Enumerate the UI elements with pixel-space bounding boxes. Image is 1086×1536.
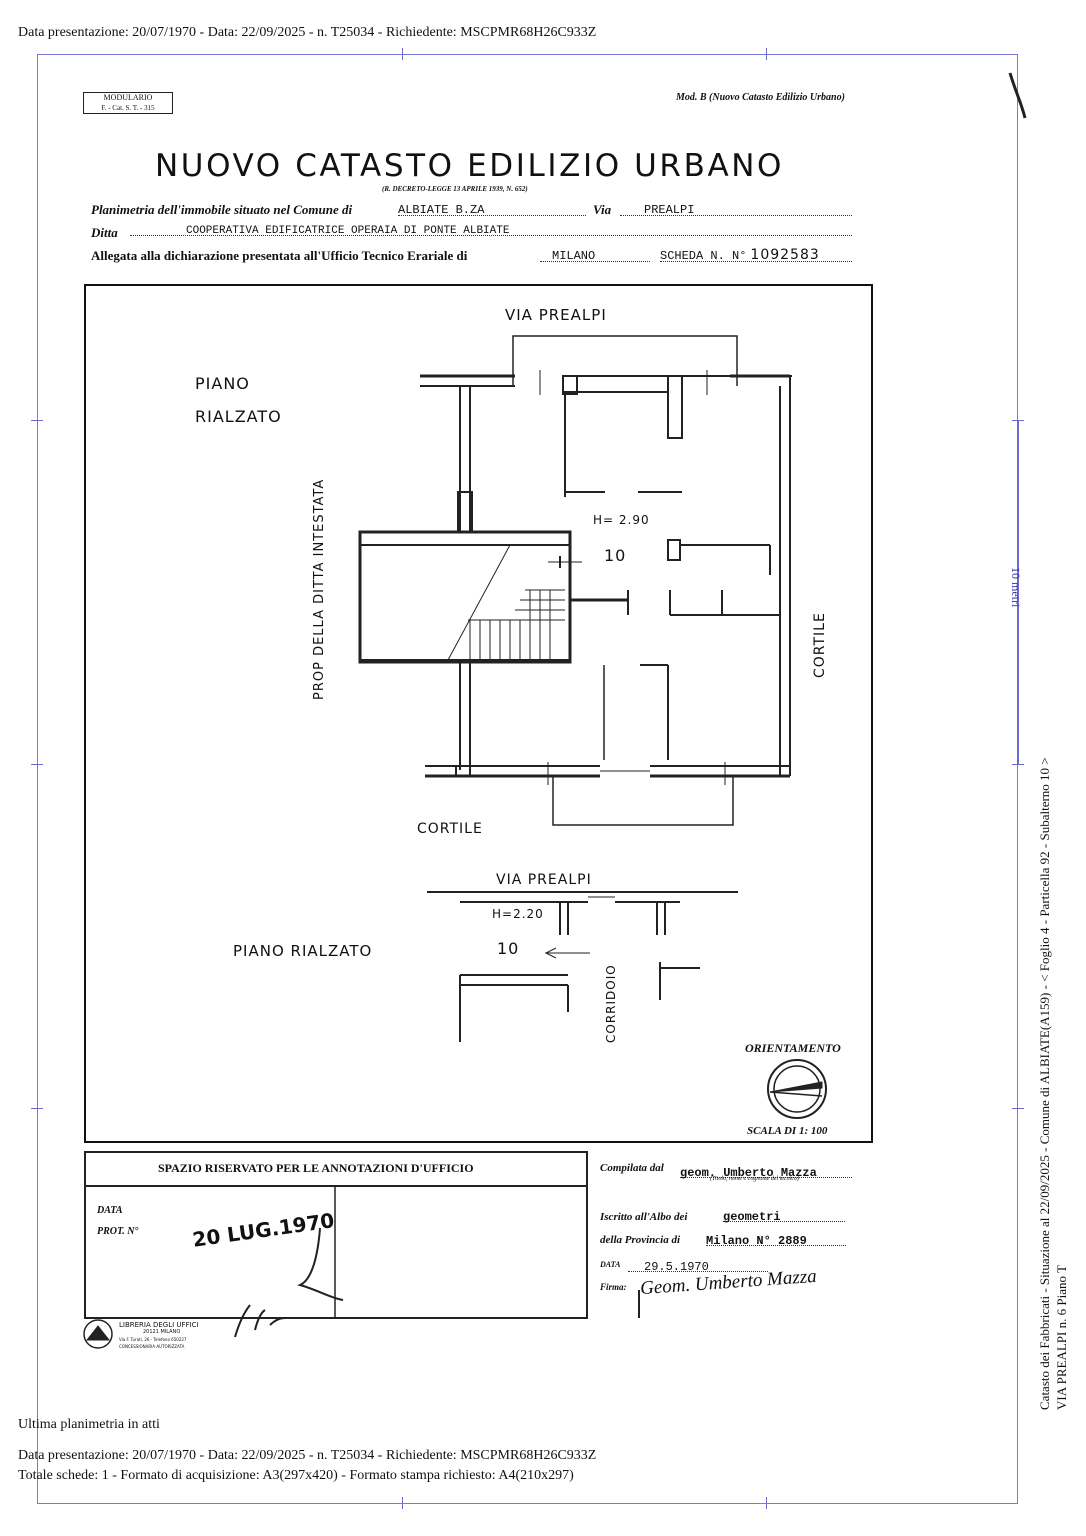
firma-label: Firma:: [600, 1282, 627, 1292]
mod-b-label: Mod. B (Nuovo Catasto Edilizio Urbano): [676, 92, 845, 103]
modulario-line1: MODULARIO: [103, 93, 153, 102]
frame-tick: [31, 1108, 43, 1109]
page-frame: [37, 54, 1018, 1504]
plan-frame: [84, 284, 873, 1143]
libreria-line2: 20121 MILANO: [143, 1329, 181, 1335]
form-subtitle: (R. DECRETO-LEGGE 13 APRILE 1939, N. 652…: [382, 185, 528, 193]
via-field: PREALPI: [620, 200, 852, 217]
libreria-line1: LIBRERIA DEGLI UFFICI: [119, 1321, 199, 1329]
side-text-line2: VIA PREALPI n. 6 Piano T: [1054, 1265, 1069, 1410]
piano-rialzato-2: PIANO RIALZATO: [233, 942, 373, 960]
via-prealpi-2: VIA PREALPI: [496, 872, 592, 888]
scala-label: SCALA DI 1: 100: [747, 1125, 828, 1137]
office-title: SPAZIO RISERVATO PER LE ANNOTAZIONI D'UF…: [158, 1161, 474, 1175]
provincia-value: Milano N° 2889: [706, 1234, 807, 1248]
compiler-date: 29.5.1970: [644, 1260, 709, 1274]
frame-tick: [402, 1497, 403, 1509]
ufficio-value: MILANO: [552, 249, 596, 263]
unit-2: 10: [497, 939, 520, 958]
office-prot-label: PROT. N°: [97, 1226, 139, 1237]
libreria-block: LIBRERIA DEGLI UFFICI 20121 MILANO Via F…: [119, 1322, 199, 1350]
cortile-bottom: CORTILE: [417, 821, 483, 837]
compiler-date-field: 29.5.1970: [628, 1257, 768, 1274]
frame-tick: [766, 1497, 767, 1509]
rialzato-label: RIALZATO: [195, 407, 282, 426]
compiler-name-field: geom. Umberto Mazza: [680, 1163, 852, 1180]
frame-tick: [402, 48, 403, 60]
scheda-field: SCHEDA N. N° 1092583: [660, 246, 852, 263]
modulario-box: MODULARIO F. - Cat. S. T. - 315: [83, 92, 173, 114]
scheda-number: 1092583: [750, 247, 820, 263]
ditta-label: Ditta: [91, 225, 118, 240]
footer-ultima: Ultima planimetria in atti: [18, 1417, 160, 1432]
orientamento-label: ORIENTAMENTO: [745, 1041, 841, 1055]
compiler-name: geom. Umberto Mazza: [680, 1166, 817, 1180]
side-text-line1: Catasto dei Fabbricati - Situazione al 2…: [1037, 757, 1052, 1410]
height-main: H= 2.90: [593, 513, 650, 527]
via-label: Via: [593, 202, 612, 217]
corridoio-label: CORRIDOIO: [604, 964, 618, 1043]
libreria-line3: Via F. Turati, 26 · Telefono 650227: [119, 1337, 187, 1342]
via-value: PREALPI: [644, 203, 695, 217]
via-prealpi-top: VIA PREALPI: [505, 306, 607, 324]
modulario-line2: F. - Cat. S. T. - 315: [101, 104, 155, 112]
comune-value: ALBIATE B.ZA: [398, 203, 485, 217]
scheda-label: SCHEDA N. N°: [660, 249, 747, 263]
iscritto-label: Iscritto all'Albo dei: [600, 1211, 688, 1223]
cortile-right: CORTILE: [812, 612, 828, 678]
footer-line2: Totale schede: 1 - Formato di acquisizio…: [18, 1468, 574, 1483]
compiler-name-caption: (Titolo, nome e cognome del tecnico): [710, 1176, 799, 1182]
ufficio-field: MILANO: [540, 246, 650, 263]
planimetria-label: Planimetria dell'immobile situato nel Co…: [91, 202, 353, 217]
allegata-label: Allegata alla dichiarazione presentata a…: [91, 248, 468, 263]
signature-stroke: [638, 1290, 640, 1318]
comune-field: ALBIATE B.ZA: [398, 200, 586, 217]
footer-line1: Data presentazione: 20/07/1970 - Data: 2…: [18, 1448, 597, 1463]
scale-bar: [1017, 420, 1019, 765]
ditta-field: COOPERATIVA EDIFICATRICE OPERAIA DI PONT…: [130, 220, 852, 237]
piano-label: PIANO: [195, 374, 250, 393]
frame-tick: [766, 48, 767, 60]
height-2: H=2.20: [492, 907, 544, 921]
office-data-label: DATA: [97, 1205, 123, 1216]
compiler-data-label: DATA: [600, 1260, 621, 1269]
albo-value: geometri: [723, 1210, 781, 1224]
form-title: NUOVO CATASTO EDILIZIO URBANO: [155, 148, 785, 184]
header-line: Data presentazione: 20/07/1970 - Data: 2…: [18, 25, 597, 40]
provincia-label: della Provincia di: [600, 1234, 681, 1246]
ditta-value: COOPERATIVA EDIFICATRICE OPERAIA DI PONT…: [186, 225, 510, 237]
unit-main: 10: [604, 546, 627, 565]
albo-field: geometri: [723, 1207, 845, 1224]
compilata-label: Compilata dal: [600, 1162, 664, 1174]
prop-ditta-label: PROP DELLA DITTA INTESTATA: [312, 478, 327, 700]
frame-tick: [31, 420, 43, 421]
frame-tick: [31, 764, 43, 765]
provincia-field: Milano N° 2889: [706, 1231, 846, 1248]
frame-tick: [1012, 1108, 1024, 1109]
libreria-line4: CONCESSIONARIA AUTORIZZATA: [119, 1344, 185, 1349]
